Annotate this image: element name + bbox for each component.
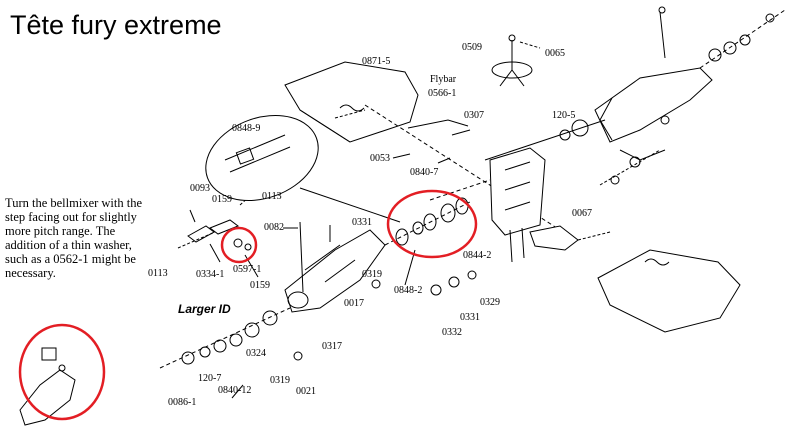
part-label-0848-9: 0848-9 — [232, 123, 260, 134]
blade-grip-0317 — [284, 221, 386, 313]
page-title: Tête fury extreme — [10, 10, 222, 40]
lower-paddle — [597, 249, 741, 333]
part-label-0332: 0332 — [442, 327, 462, 338]
highlight-bellmixer-circle — [220, 226, 258, 264]
bearing-washer-stack — [159, 307, 303, 399]
part-label-0334-1: 0334-1 — [196, 269, 224, 280]
thrust-washer-stack — [371, 197, 477, 296]
part-label-0017: 0017 — [344, 298, 364, 309]
part-label-0840-7: 0840-7 — [410, 167, 438, 178]
control-lever-0067 — [529, 225, 611, 251]
part-label-0021: 0021 — [296, 386, 316, 397]
part-label-0329: 0329 — [480, 297, 500, 308]
part-label-0509: 0509 — [462, 42, 482, 53]
part-label-0597-1: 0597-1 — [233, 264, 261, 275]
part-label-0840-12: 0840-12 — [218, 385, 251, 396]
flybar-rod — [364, 104, 561, 231]
disc-0509 — [491, 34, 541, 87]
part-label-0319-b: 0319 — [270, 375, 290, 386]
part-label-0086-1: 0086-1 — [168, 397, 196, 408]
part-label-0871-5: 0871-5 — [362, 56, 390, 67]
part-label-0848-2: 0848-2 — [394, 285, 422, 296]
magnified-inset-0848-9 — [205, 114, 401, 223]
upper-hub-assembly — [559, 6, 786, 186]
part-label-120-7: 120-7 — [198, 373, 221, 384]
part-label-0324: 0324 — [246, 348, 266, 359]
bellmixer-inset — [19, 347, 76, 426]
part-label-0159-a: 0159 — [212, 194, 232, 205]
larger-id-label: Larger ID — [178, 302, 231, 316]
part-label-0113-a: 0113 — [262, 191, 282, 202]
part-label-0067: 0067 — [572, 208, 592, 219]
part-label-0317: 0317 — [322, 341, 342, 352]
flybar-label: Flybar — [430, 74, 457, 85]
part-label-0307: 0307 — [464, 110, 484, 121]
part-label-0065: 0065 — [545, 48, 565, 59]
highlight-inset-circle — [18, 323, 106, 421]
assembly-note: Turn the bellmixer with the step facing … — [5, 196, 143, 280]
center-head-block — [429, 119, 606, 263]
part-label-0844-2: 0844-2 — [463, 250, 491, 261]
part-label-0159-b: 0159 — [250, 280, 270, 291]
part-label-0566-1: 0566-1 — [428, 88, 456, 99]
part-label-120-5: 120-5 — [552, 110, 575, 121]
part-label-0113-b: 0113 — [148, 268, 168, 279]
part-label-0053: 0053 — [370, 153, 390, 164]
part-label-0331-a: 0331 — [352, 217, 372, 228]
highlight-washer-circle — [386, 189, 478, 259]
part-label-0331-b: 0331 — [460, 312, 480, 323]
part-label-0319-a: 0319 — [362, 269, 382, 280]
upper-paddle — [284, 61, 419, 143]
part-label-0093: 0093 — [190, 183, 210, 194]
part-label-0082: 0082 — [264, 222, 284, 233]
